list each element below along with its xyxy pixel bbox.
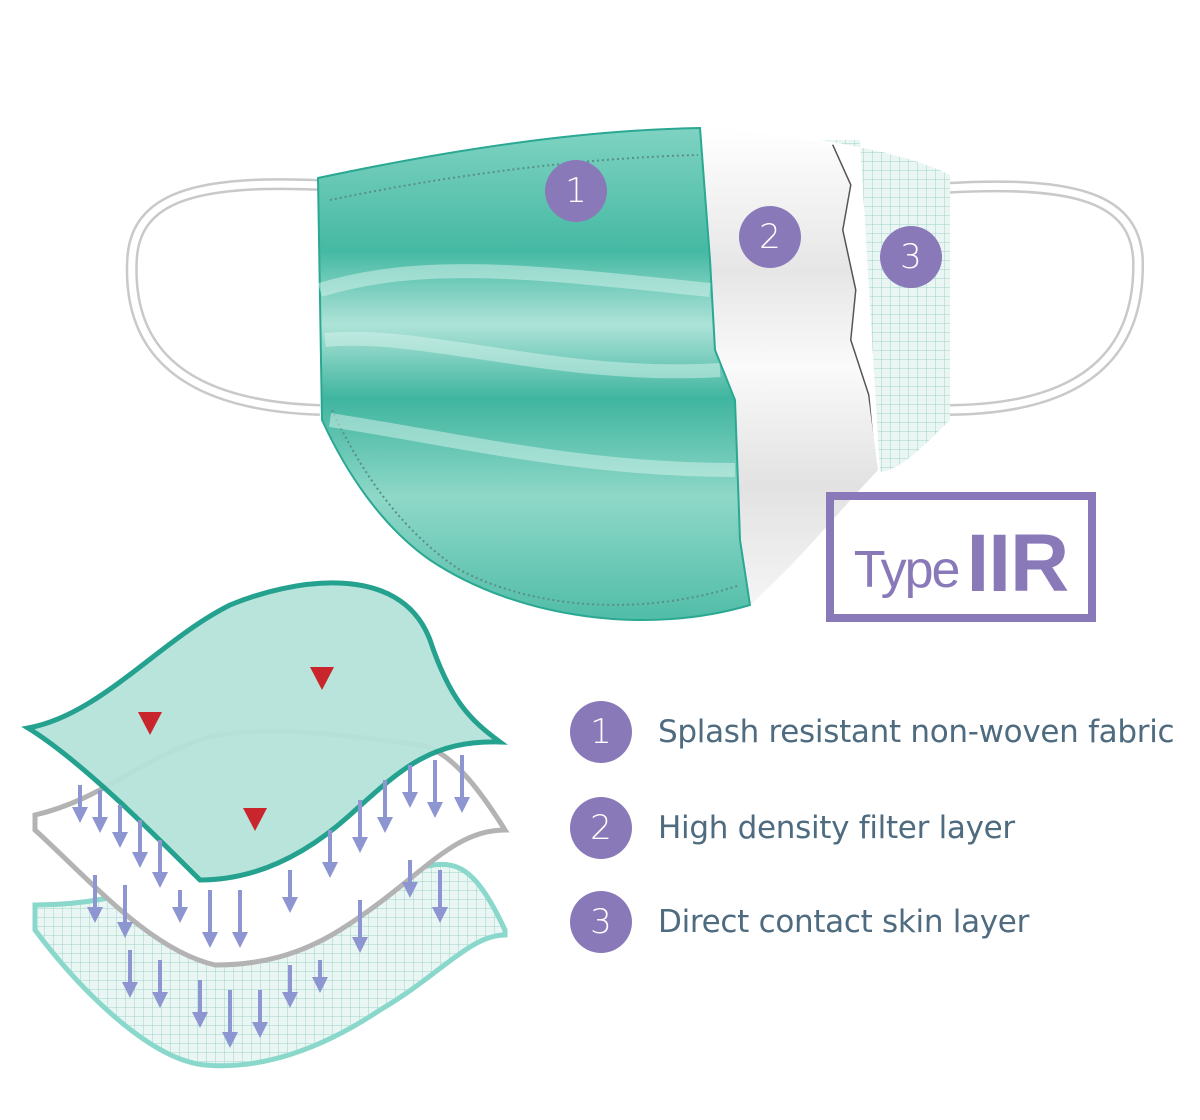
mask-badge-2: 2 bbox=[739, 206, 801, 268]
legend-badge: 3 bbox=[570, 891, 632, 953]
right-ear-loop bbox=[944, 180, 1145, 416]
legend-text: Splash resistant non-woven fabric bbox=[658, 714, 1175, 750]
mask-badge-1: 1 bbox=[545, 160, 607, 222]
type-class: IIR bbox=[966, 518, 1069, 609]
left-ear-loop bbox=[125, 178, 321, 416]
sheet-layer-1 bbox=[21, 580, 508, 883]
mask-layer-1 bbox=[316, 126, 752, 621]
type-word: Type bbox=[853, 541, 961, 599]
mask-badge-3: 3 bbox=[880, 226, 942, 288]
legend-item: 2 High density filter layer bbox=[570, 797, 1015, 859]
legend-badge: 2 bbox=[570, 797, 632, 859]
type-iir-label: Type IIR bbox=[826, 492, 1096, 622]
legend-badge: 1 bbox=[570, 701, 632, 763]
legend-item: 1 Splash resistant non-woven fabric bbox=[570, 701, 1175, 763]
mask-layer-3 bbox=[820, 140, 950, 472]
legend-item: 3 Direct contact skin layer bbox=[570, 891, 1029, 953]
legend-text: Direct contact skin layer bbox=[658, 904, 1030, 940]
legend-text: High density filter layer bbox=[658, 810, 1015, 846]
blue-airflow-arrows bbox=[72, 755, 470, 1048]
red-splash-arrows bbox=[138, 575, 334, 831]
